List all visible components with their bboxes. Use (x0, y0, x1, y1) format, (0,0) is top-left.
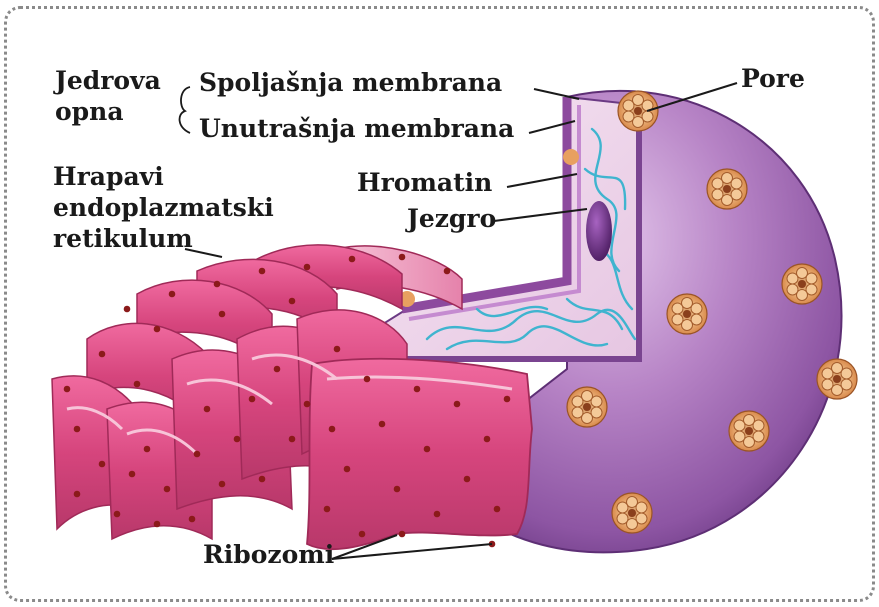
label-ribozomi: Ribozomi (203, 541, 334, 570)
label-jezgro: Jezgro (407, 205, 496, 234)
label-hrapavi-er: Hrapavi endoplazmatski retikulum (53, 161, 274, 254)
label-jedrova-opna: Jedrova opna (55, 65, 161, 127)
nucleolus-jezgro (586, 201, 612, 261)
pore-cross-section (563, 149, 579, 165)
diagram-frame: Jedrova opna Spoljašnja membrana Unutraš… (4, 6, 875, 602)
rough-er-cisternae (52, 245, 532, 549)
label-pore: Pore (741, 65, 805, 94)
label-hromatin: Hromatin (357, 169, 492, 198)
label-spoljasnja-membrana: Spoljašnja membrana (199, 69, 502, 98)
label-unutrasnja-membrana: Unutrašnja membrana (199, 115, 514, 144)
